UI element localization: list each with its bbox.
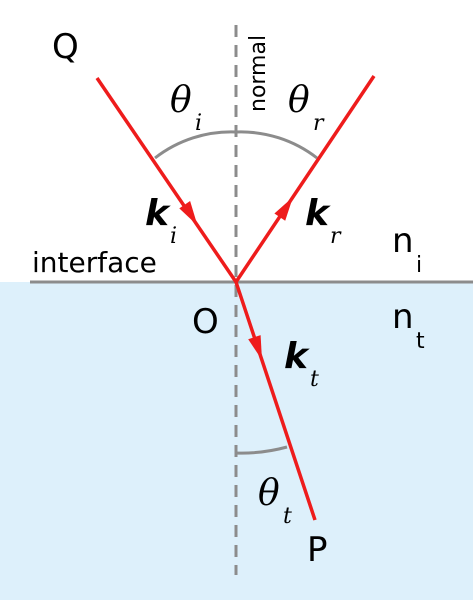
k-r-subscript: r	[330, 224, 342, 249]
k-t-subscript: t	[310, 367, 319, 392]
incident-ray	[95, 77, 238, 283]
k-t-label: k	[284, 336, 310, 377]
incident-arrowhead	[179, 201, 198, 226]
point-o-label: O	[192, 302, 219, 342]
theta-r-arc	[235, 130, 318, 160]
transmitted-arrowhead	[248, 335, 262, 360]
interface-label: interface	[32, 246, 157, 279]
point-p-label: P	[307, 530, 328, 570]
reflected-arrowhead	[274, 197, 293, 221]
k-i-label: k	[145, 193, 171, 234]
theta-i-arc	[154, 130, 237, 160]
theta-i-subscript: i	[195, 111, 202, 136]
theta-t-arc	[235, 445, 288, 455]
theta-r-subscript: r	[313, 111, 325, 136]
theta-r-label: θ	[288, 80, 310, 121]
transmitted-ray	[234, 281, 317, 521]
k-r-label: k	[305, 193, 331, 234]
n-i-subscript: i	[416, 253, 422, 278]
n-t-label: n	[392, 297, 414, 337]
theta-t-subscript: t	[283, 504, 292, 529]
reflected-ray	[234, 75, 376, 283]
theta-i-label: θ	[170, 80, 192, 121]
theta-t-label: θ	[258, 473, 280, 514]
point-q-label: Q	[52, 27, 79, 67]
n-i-label: n	[392, 221, 414, 261]
normal-label: normal	[246, 35, 271, 112]
n-t-subscript: t	[416, 329, 425, 354]
k-i-subscript: i	[170, 224, 177, 249]
